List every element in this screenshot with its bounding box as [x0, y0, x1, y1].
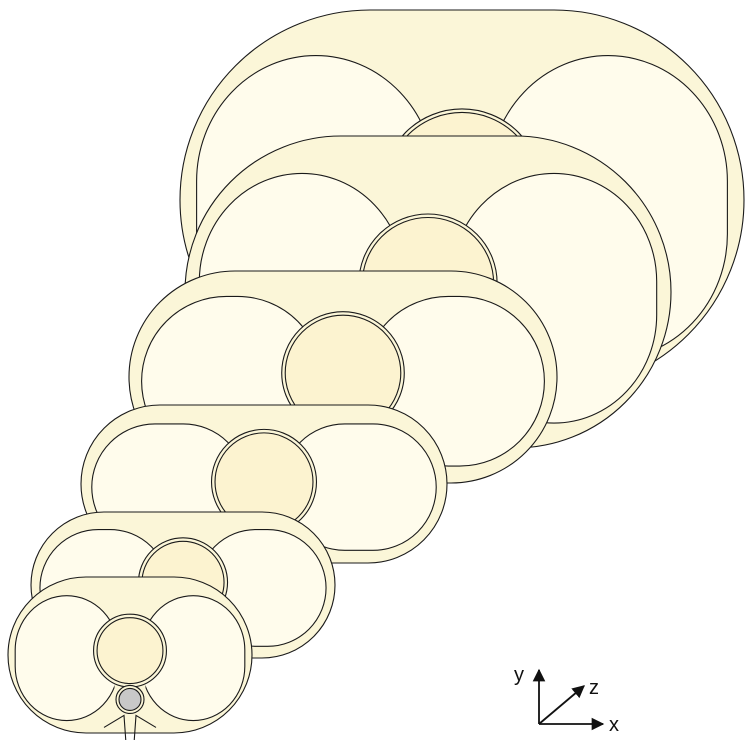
heart — [97, 618, 163, 684]
slice-1 — [8, 577, 252, 740]
z-axis-label: z — [589, 677, 599, 699]
x-axis-label: x — [609, 714, 619, 736]
axis-indicator: y x z — [514, 664, 619, 736]
slices-stack — [8, 10, 744, 740]
z-axis-arrow — [539, 686, 584, 724]
vertebra — [119, 688, 141, 710]
y-axis-label: y — [514, 664, 524, 686]
